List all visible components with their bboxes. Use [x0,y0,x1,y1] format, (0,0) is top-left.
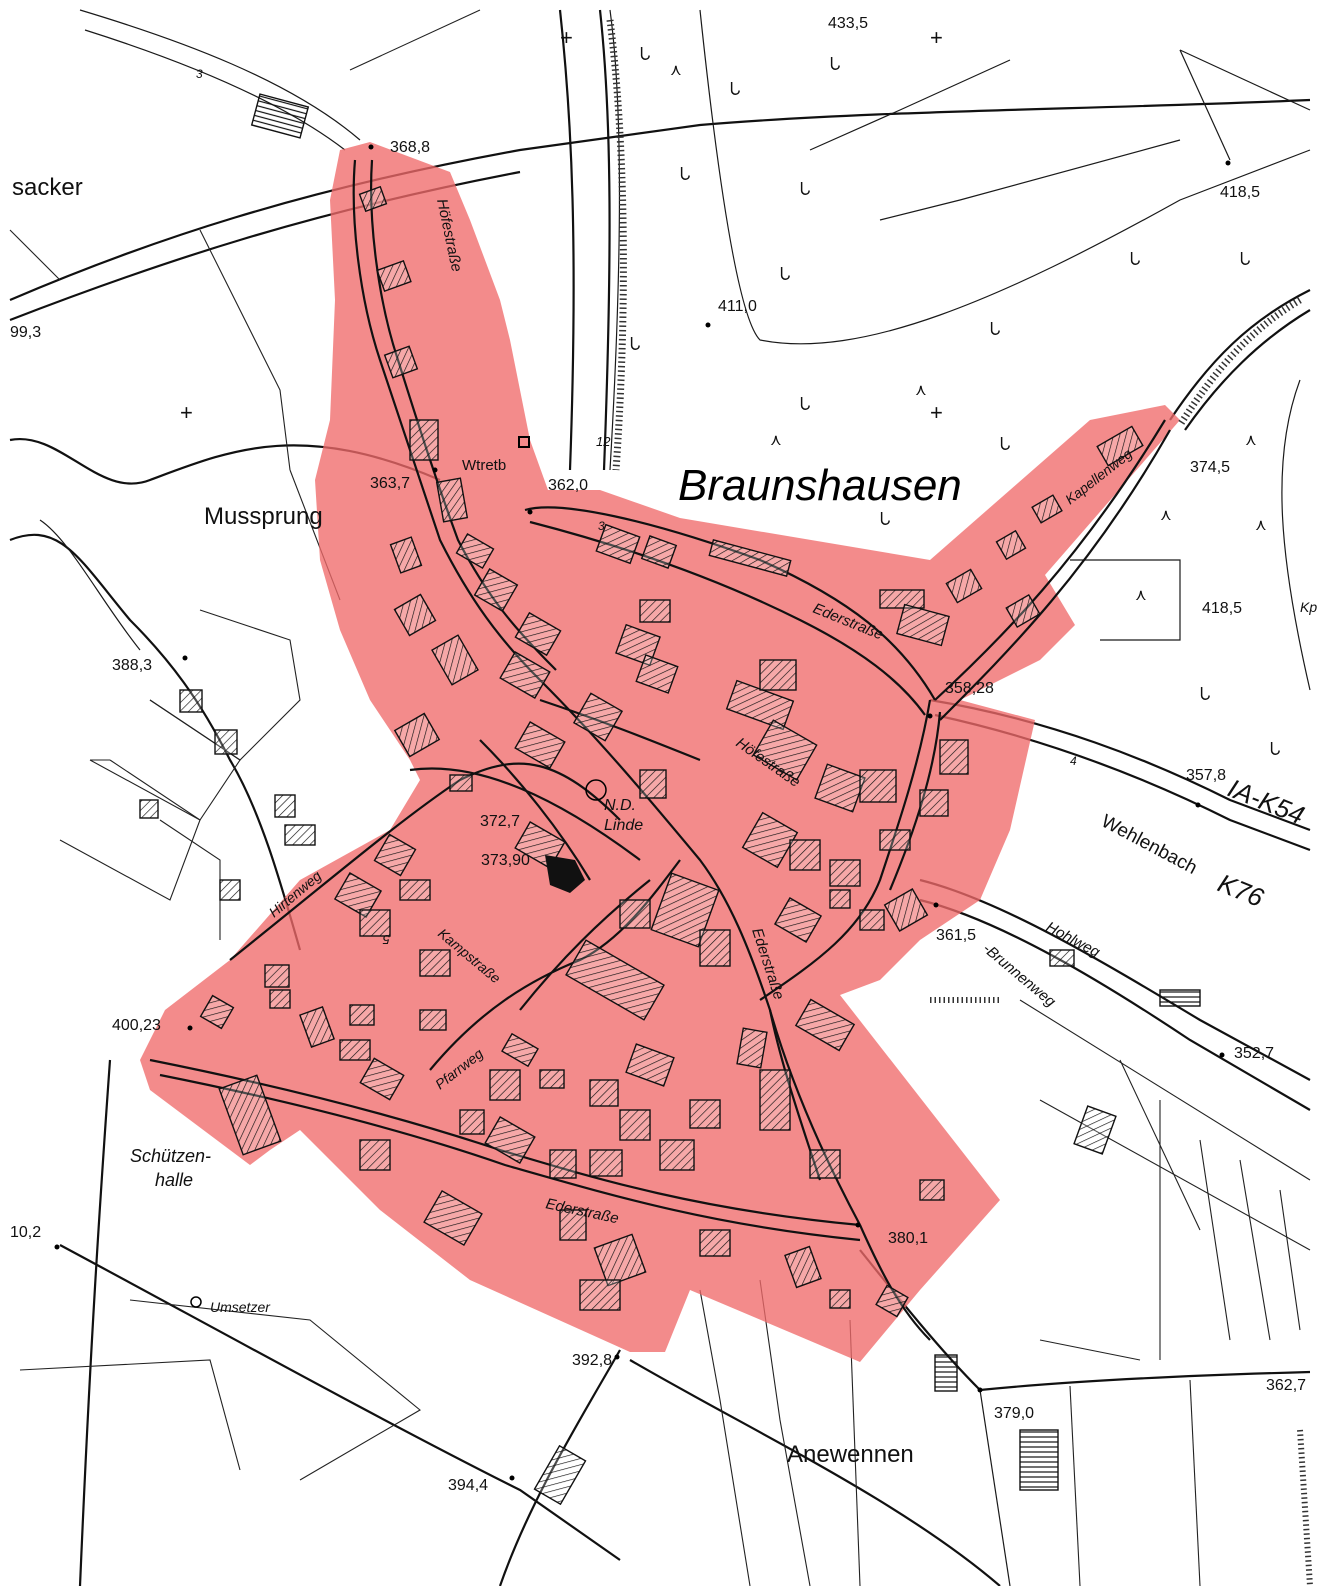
number-12: 12 [596,434,611,449]
elevation-368-8: 368,8 [390,139,430,156]
svg-text:ᘂ: ᘂ [800,394,811,414]
elevation-379-0: 379,0 [994,1405,1034,1422]
landmark-wtretb: Wtretb [462,457,506,474]
number-5: 5 [382,932,390,947]
elevation-352-7: 352,7 [1234,1045,1274,1062]
svg-text:ᘂ: ᘂ [1200,684,1211,704]
elevation-372-7: 372,7 [480,813,520,830]
elevation-380-1: 380,1 [888,1230,928,1247]
field-name-anewennen: Anewennen [787,1441,914,1468]
elevation-362-7: 362,7 [1266,1377,1306,1394]
svg-text:ᘂ: ᘂ [680,164,691,184]
svg-text:ᘂ: ᘂ [730,79,741,99]
svg-text:ᘂ: ᘂ [630,334,641,354]
elevation-400-23: 400,23 [112,1017,161,1034]
svg-text:+: + [180,400,193,425]
svg-text:⋏: ⋏ [670,62,682,79]
elevation-394-4: 394,4 [448,1477,488,1494]
svg-text:⋏: ⋏ [915,382,927,399]
svg-text:ᘂ: ᘂ [830,54,841,74]
svg-text:ᘂ: ᘂ [780,264,791,284]
number-3-nw: 3 [196,67,203,81]
landmark-linde: Linde [604,817,643,834]
spot-markers [54,144,1231,1481]
elevation-418-5-e: 418,5 [1202,600,1242,617]
svg-text:ᘂ: ᘂ [990,319,1001,339]
elevation-388-3: 388,3 [112,657,152,674]
umsetzer-label: Umsetzer [210,1299,271,1315]
landmark-kp: Kp [1300,599,1317,615]
field-name-sacker: sacker [12,174,83,201]
elevation-433-5: 433,5 [828,15,868,32]
field-name-mussprung: Mussprung [204,503,323,530]
svg-text:⋏: ⋏ [1245,432,1257,449]
elevation-361-5: 361,5 [936,927,976,944]
elevation-99-3: 99,3 [10,324,41,341]
svg-text:⋏: ⋏ [1160,507,1172,524]
svg-text:ᘂ: ᘂ [1130,249,1141,269]
elevation-392-8: 392,8 [572,1352,612,1369]
svg-text:ᘂ: ᘂ [1240,249,1251,269]
svg-text:⋏: ⋏ [770,432,782,449]
elevation-10-2: 10,2 [10,1224,41,1241]
elevation-362-0: 362,0 [548,477,588,494]
elevation-363-7: 363,7 [370,475,410,492]
village-highlight-area[interactable] [140,142,1180,1362]
svg-text:+: + [930,25,943,50]
stream-wehlenbach: Wehlenbach [1098,811,1201,879]
svg-text:⋏: ⋏ [1135,587,1147,604]
landmark-nd: N.D. [604,797,636,814]
svg-text:ᘂ: ᘂ [880,509,891,529]
svg-text:ᘂ: ᘂ [800,179,811,199]
svg-text:ᘂ: ᘂ [1000,434,1011,454]
place-name-label: Braunshausen [678,461,962,510]
road-number-k76: K76 [1214,868,1269,913]
buildings [139,93,1201,1506]
elevation-374-5: 374,5 [1190,459,1230,476]
svg-text:ᘂ: ᘂ [640,44,651,64]
elevation-411-0: 411,0 [718,298,757,315]
schuetzenhalle-label-1: Schützen- [130,1146,211,1166]
elevation-357-8: 357,8 [1186,767,1226,784]
field-parcels [9,9,1311,1586]
svg-text:ᘂ: ᘂ [1270,739,1281,759]
number-4: 4 [1070,754,1077,768]
terrain-symbols: ᘂ ᘂ ᘂ ᘂ ᘂ ᘂ ᘂ ᘂ ᘂ ᘂ ᘂ ᘂ ᘂ ᘂ ᘂ ⋏ ⋏ ⋏ ⋏ ⋏ … [180,25,1281,759]
elevation-358-28: 358,28 [945,680,994,697]
number-3-center: 3 [598,519,605,533]
svg-text:+: + [560,25,573,50]
elevation-373-90: 373,90 [481,852,530,869]
elevation-418-5-ne: 418,5 [1220,184,1260,201]
schuetzenhalle-label-2: halle [155,1170,193,1190]
svg-text:+: + [930,400,943,425]
street-brunnenweg: -Brunnenweg [979,940,1059,1011]
road-network [9,9,1311,1586]
svg-text:⋏: ⋏ [1255,517,1267,534]
